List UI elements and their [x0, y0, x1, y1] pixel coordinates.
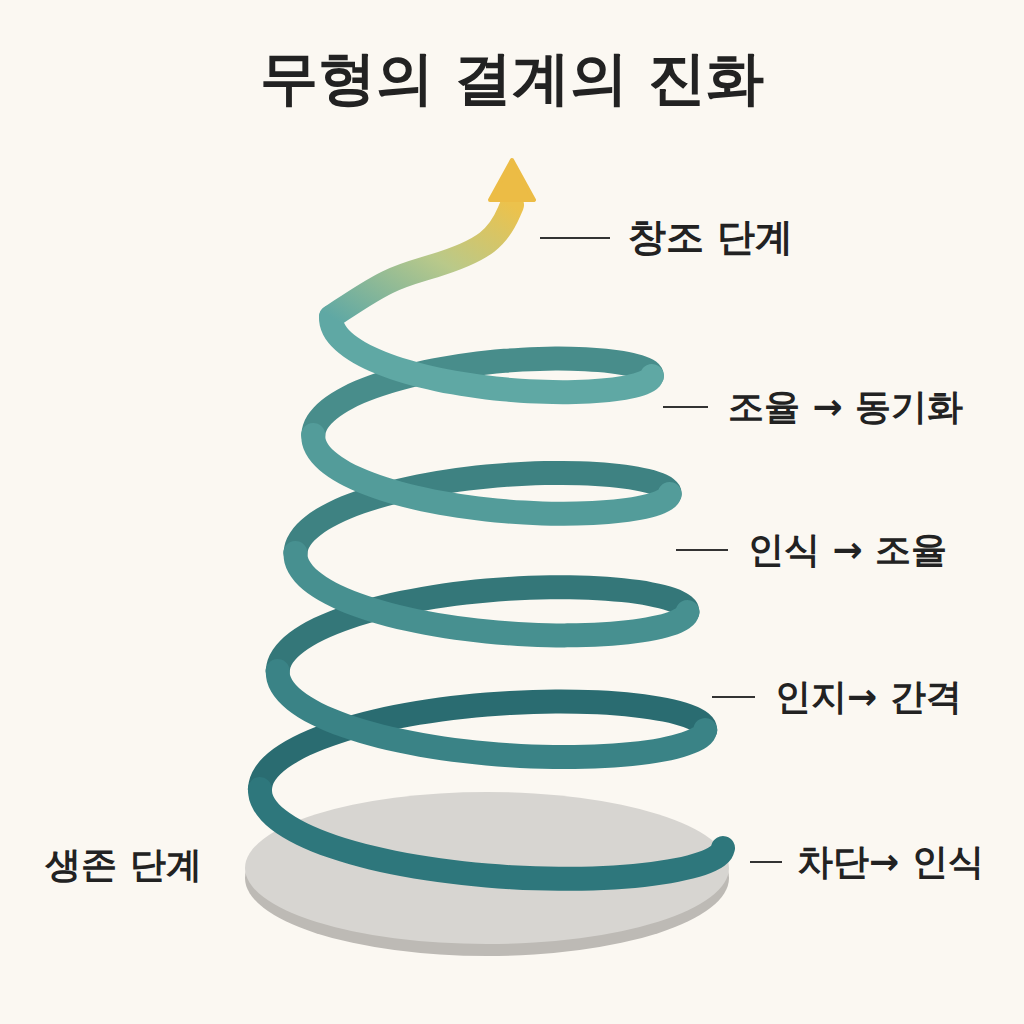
step-label: 인식 → 조율 — [748, 528, 947, 571]
step-label: 차단→ 인식 — [797, 840, 984, 883]
spiral-coil — [260, 789, 723, 879]
spiral-coil — [278, 671, 706, 757]
spiral — [260, 160, 723, 879]
stage-label: 창조 단계 — [628, 215, 793, 261]
spiral-coil — [313, 435, 669, 514]
arrow-head — [490, 160, 534, 200]
step-label: 인지→ 간격 — [775, 675, 962, 718]
stage-label: 생존 단계 — [45, 843, 202, 886]
spiral-coil — [295, 553, 687, 635]
leader-lines — [540, 238, 782, 862]
step-label: 조율 → 동기화 — [728, 385, 963, 428]
leader-line — [712, 696, 755, 698]
spiral-tail — [331, 205, 512, 317]
spiral-coil — [331, 317, 652, 392]
leader-line — [540, 237, 610, 239]
leader-line — [663, 406, 708, 408]
leader-line — [750, 861, 782, 863]
leader-line — [676, 549, 728, 551]
diagram-title: 무형의 결계의 진화 — [0, 40, 1024, 118]
